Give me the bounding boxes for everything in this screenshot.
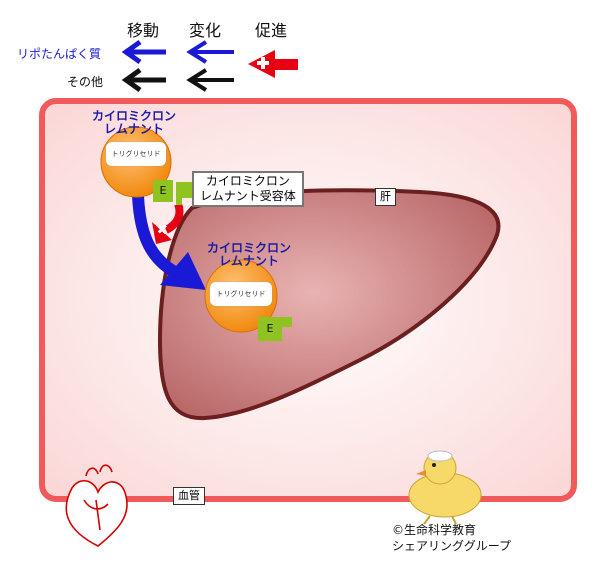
credit-line-2: シェアリンググループ (392, 539, 512, 553)
legend-row-lipoprotein: リポたんぱく質 (17, 47, 102, 61)
legend-arrow-blue-move (121, 39, 166, 65)
triglyceride-label-1: トリグリセリド (106, 142, 166, 166)
remnant-title-2-line1: カイロミクロン (206, 241, 291, 255)
blood-vessel-label: 血管 (173, 487, 205, 505)
remnant-title-2-line2: レムナント (219, 254, 279, 268)
remnant-title-2: カイロミクロン レムナント (189, 242, 309, 268)
legend-arrow-black-change (186, 68, 234, 92)
legend-header-promote: 促進 (255, 21, 288, 40)
promote-arrow (152, 202, 184, 244)
apo-e-1: E (153, 180, 173, 202)
movement-arrowhead (160, 252, 206, 290)
legend-header-move: 移動 (127, 21, 160, 40)
remnant-title-1-line2: レムナント (104, 122, 164, 136)
legend-arrow-red-promote (248, 50, 298, 78)
chick-icon (408, 450, 482, 525)
receptor-shape-1 (176, 182, 194, 205)
receptor-label-line1: カイロミクロン (205, 174, 290, 188)
receptor-label-line2: レムナント受容体 (200, 189, 296, 203)
credit-line-1: ©生命科学教育 (392, 523, 477, 537)
remnant-title-1: カイロミクロン レムナント (74, 110, 194, 136)
receptor-label: カイロミクロン レムナント受容体 (192, 171, 304, 207)
receptor-shape-2 (278, 317, 292, 327)
heart-icon (65, 464, 128, 547)
legend-row-other: その他 (67, 75, 104, 89)
legend-arrow-black-move (121, 67, 166, 93)
legend-arrow-blue-change (186, 40, 234, 64)
movement-arrow (132, 195, 183, 281)
legend-header-change: 変化 (189, 21, 222, 40)
apo-e-2: E (258, 317, 282, 341)
liver-label: 肝 (375, 188, 396, 206)
triglyceride-label-2: トリグリセリド (210, 282, 272, 306)
remnant-title-1-line1: カイロミクロン (91, 109, 176, 123)
